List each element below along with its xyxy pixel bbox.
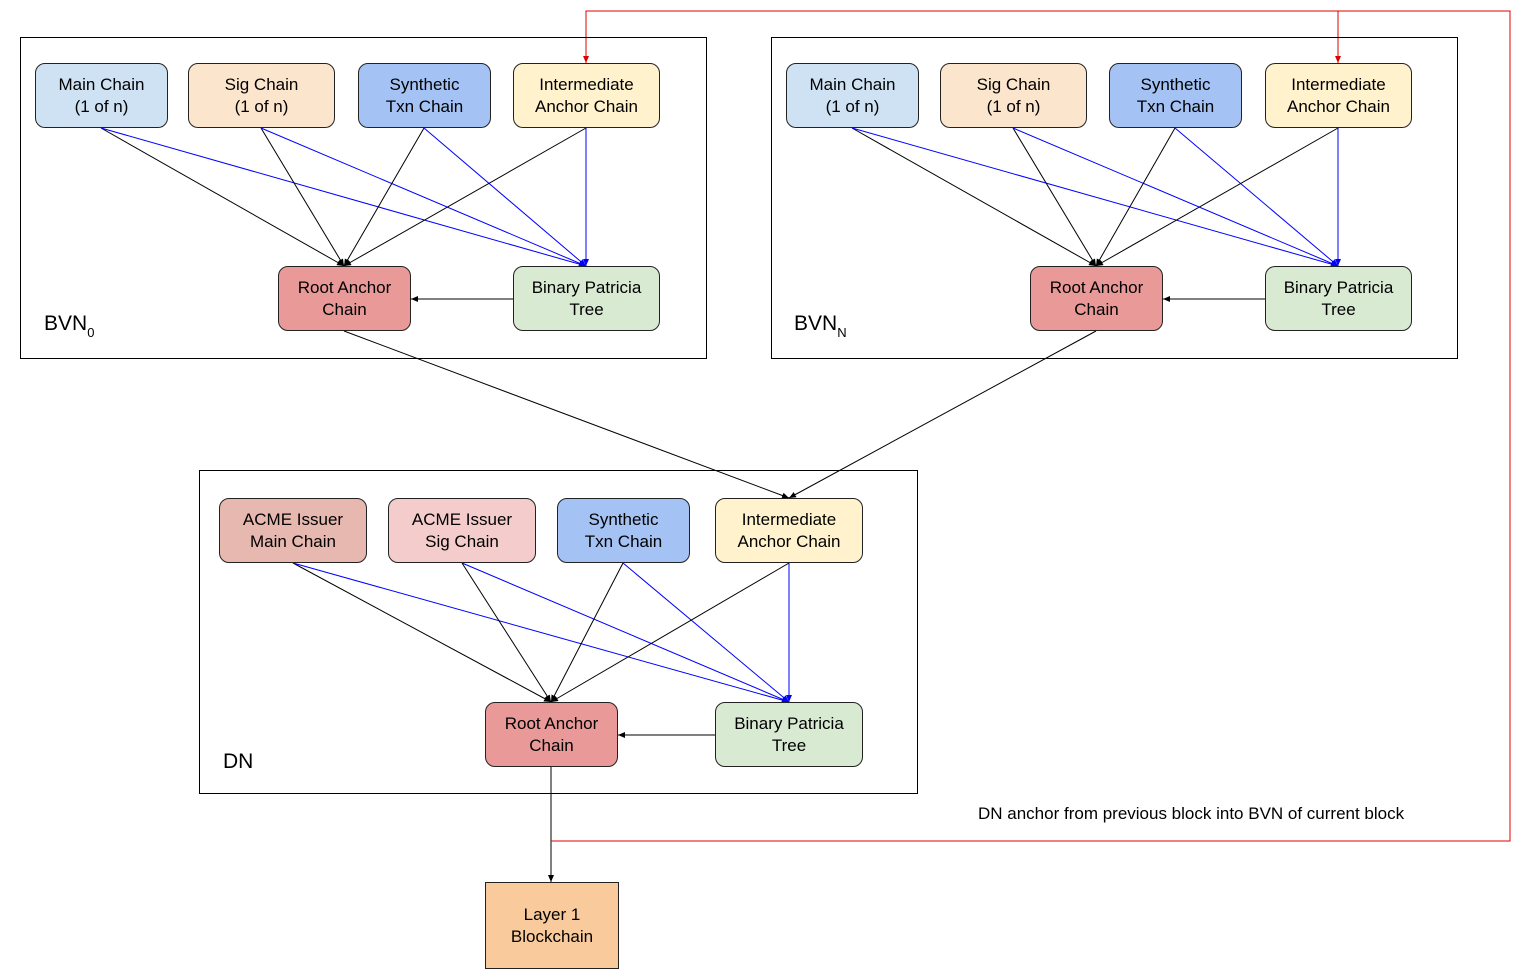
bvnn-edge-to-root-0: [851, 127, 1097, 267]
bvnn-main-chain: Main Chain (1 of n): [786, 63, 919, 128]
dn-acme-issuer-main-chain: ACME Issuer Main Chain: [219, 498, 367, 563]
bvnn-group: [771, 37, 1458, 359]
bvn0-edge-to-root-0: [100, 127, 345, 267]
bvnn-binary-patricia-tree: Binary Patricia Tree: [1265, 266, 1412, 331]
bvnn-edge-to-root-2: [1095, 127, 1176, 267]
bvn0-edge-to-bpt-1: [260, 127, 587, 267]
bvnn-sig-chain: Sig Chain (1 of n): [940, 63, 1087, 128]
dn-edge-to-root-2: [550, 562, 624, 703]
bvn0-intermediate-anchor-chain: Intermediate Anchor Chain: [513, 63, 660, 128]
bvn0-edge-to-bpt-0: [100, 127, 587, 267]
bvn0-edge-to-bpt-2: [423, 127, 587, 267]
dn-edge-to-root-0: [292, 562, 552, 703]
dn-group: [199, 470, 918, 794]
bvnn-edge-to-bpt-2: [1174, 127, 1339, 267]
bvnn-edge-to-root-1: [1012, 127, 1097, 267]
bvnn-intermediate-anchor-chain: Intermediate Anchor Chain: [1265, 63, 1412, 128]
dn-intermediate-anchor-chain: Intermediate Anchor Chain: [715, 498, 863, 563]
dn-edge-to-root-3: [550, 562, 790, 703]
bvn0-synthetic-txn-chain: Synthetic Txn Chain: [358, 63, 491, 128]
bvnn-edge-to-bpt-0: [851, 127, 1339, 267]
bvnn-synthetic-txn-chain: Synthetic Txn Chain: [1109, 63, 1242, 128]
dn-edge-to-root-1: [461, 562, 552, 703]
bvn0-edge-to-root-2: [343, 127, 425, 267]
bvnn-edge-to-bpt-1: [1012, 127, 1339, 267]
dn-edge-to-bpt-1: [461, 562, 790, 703]
feedback-note: DN anchor from previous block into BVN o…: [978, 804, 1405, 823]
dn-edge-to-bpt-2: [622, 562, 790, 703]
bvn0-sig-chain: Sig Chain (1 of n): [188, 63, 335, 128]
bvn0-label: BVN0: [44, 312, 95, 340]
layer1-blockchain: Layer 1 Blockchain: [485, 882, 619, 969]
dn-acme-issuer-sig-chain: ACME Issuer Sig Chain: [388, 498, 536, 563]
bvn0-group: [20, 37, 707, 359]
bvnn-edge-to-root-3: [1095, 127, 1339, 267]
dn-label: DN: [223, 750, 254, 773]
dn-synthetic-txn-chain: Synthetic Txn Chain: [557, 498, 690, 563]
bvnn-root-anchor-chain: Root Anchor Chain: [1030, 266, 1163, 331]
bvnn-label: BVNN: [794, 312, 847, 340]
bvn0-main-chain: Main Chain (1 of n): [35, 63, 168, 128]
feedback-loop-to-bvn0: [551, 10, 1511, 842]
bvn0-binary-patricia-tree: Binary Patricia Tree: [513, 266, 660, 331]
bvn0-edge-to-root-3: [343, 127, 587, 267]
bvn0-root-anchor-chain: Root Anchor Chain: [278, 266, 411, 331]
dn-binary-patricia-tree: Binary Patricia Tree: [715, 702, 863, 767]
dn-root-anchor-chain: Root Anchor Chain: [485, 702, 618, 767]
bvn0-edge-to-root-1: [260, 127, 345, 267]
dn-edge-to-bpt-0: [292, 562, 790, 703]
